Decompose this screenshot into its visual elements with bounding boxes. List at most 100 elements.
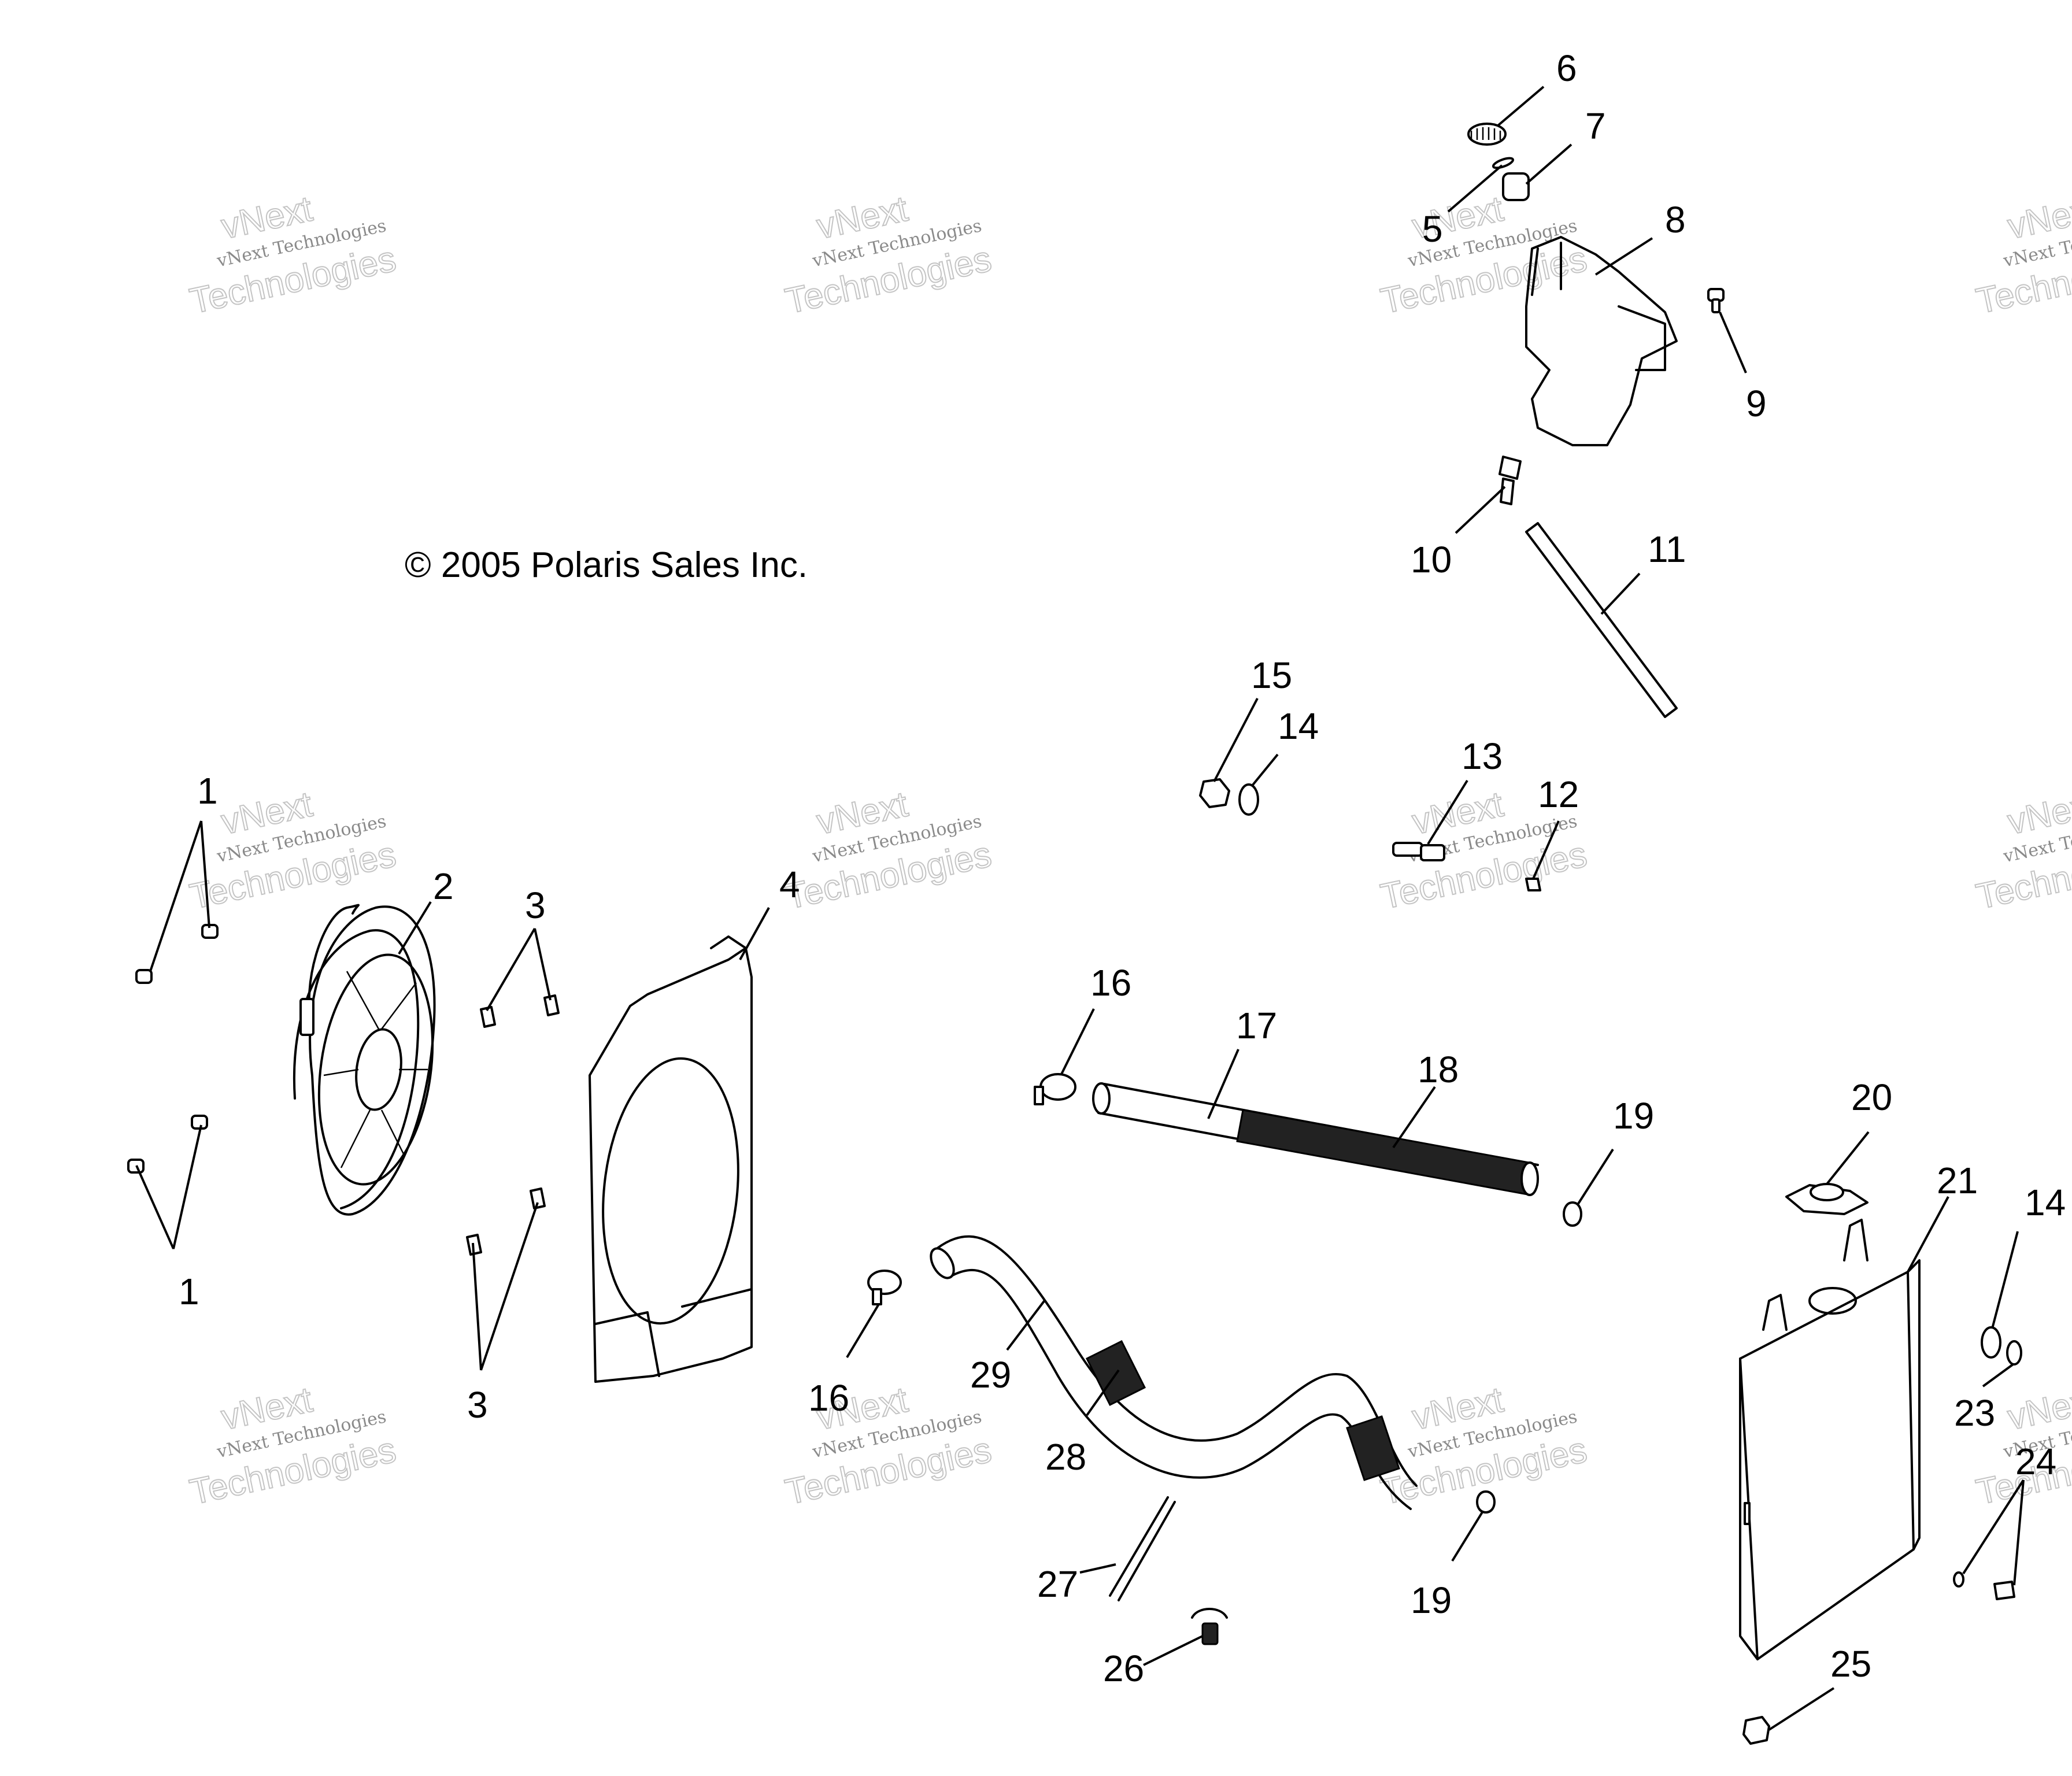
- rivet-body: [1201, 1622, 1219, 1645]
- leader-23: [1982, 1363, 2014, 1388]
- part-13-spacer: [1392, 842, 1445, 861]
- callout-18: 18: [1418, 1049, 1459, 1090]
- callout-27: 27: [1037, 1563, 1078, 1605]
- part-5-o-ring: [1492, 157, 1515, 169]
- copyright-notice: © 2005 Polaris Sales Inc.: [405, 545, 808, 585]
- watermark-large-top: vNext: [2004, 1380, 2072, 1438]
- watermark-8: vNext vNext Technologies Technologies: [1972, 784, 2072, 918]
- part-26-push-rivet: [1191, 1608, 1228, 1645]
- watermark-2: vNext vNext Technologies Technologies: [781, 188, 995, 323]
- leader-9: [1719, 312, 1747, 373]
- fan-blade-ring: [317, 953, 434, 1186]
- watermark-1: vNext vNext Technologies Technologies: [186, 188, 399, 323]
- leader-4: [739, 907, 770, 960]
- fan-screw-shape: [135, 969, 153, 984]
- callout-11: 11: [1648, 528, 1686, 570]
- hose-upper-edge: [935, 1235, 1418, 1487]
- leader-27: [1079, 1563, 1116, 1574]
- part-12-bushing: [1525, 878, 1541, 891]
- shroud-feet: [594, 1288, 753, 1377]
- shroud-opening: [602, 1057, 739, 1325]
- callout-15: 15: [1251, 654, 1292, 696]
- leader-2: [398, 901, 432, 955]
- callout-28: 28: [1045, 1436, 1086, 1478]
- watermark-4: vNext vNext Technologies Technologies: [1972, 188, 2072, 323]
- hose-end: [930, 1247, 955, 1279]
- part-14-washer: [1981, 1326, 2001, 1359]
- leader-16-lower: [846, 1303, 880, 1359]
- reservoir-body: [1525, 236, 1678, 446]
- leader-1-top: [149, 820, 210, 972]
- part-11-overflow-tube: [1525, 522, 1678, 718]
- fitting-top: [1498, 456, 1522, 480]
- part-3-shroud-clips: [466, 994, 560, 1256]
- leader-lines: [135, 86, 2025, 1731]
- fan-shroud-outer: [309, 905, 436, 1216]
- part-25-grommet: [1742, 1716, 1770, 1745]
- leader-28: [1086, 1369, 1120, 1416]
- clip-shape: [543, 994, 560, 1016]
- reservoir-neck: [1531, 242, 1562, 296]
- callout-labels: 1 1 2 3 3 4 5 6 7 8 9 10 11 12 13 14 14 …: [179, 47, 2066, 1689]
- radiator-right-ear: [1843, 1219, 1868, 1261]
- callout-3-top: 3: [525, 885, 546, 926]
- leader-8: [1594, 237, 1653, 276]
- radiator-drain-mark: [1744, 1502, 1751, 1525]
- callout-19-upper: 19: [1613, 1095, 1654, 1137]
- part-19-spring-clamp-lower: [1476, 1490, 1496, 1514]
- leader-20: [1826, 1131, 1870, 1185]
- clamp-band: [1039, 1073, 1076, 1101]
- part-21-radiator: [1739, 1219, 1921, 1660]
- leader-3-top: [486, 927, 552, 1012]
- fan-blade-lines: [323, 971, 428, 1168]
- clamp-tab: [1034, 1086, 1044, 1105]
- leader-5: [1447, 164, 1503, 213]
- leader-19-lower: [1451, 1510, 1484, 1562]
- part-16-hose-clamp-upper: [1034, 1073, 1076, 1105]
- part-1-fan-screws: [127, 924, 219, 1174]
- radiator-filler-neck: [1808, 1287, 1857, 1315]
- fan-screw-shape: [191, 1115, 208, 1130]
- cap-top: [1810, 1183, 1844, 1201]
- callout-10: 10: [1411, 539, 1452, 580]
- watermark-11: vNext vNext Technologies Technologies: [1377, 1379, 1590, 1514]
- leader-12: [1532, 820, 1560, 879]
- leader-19-upper: [1577, 1148, 1614, 1205]
- part-23-lock-washer: [2006, 1340, 2022, 1366]
- callout-17: 17: [1236, 1005, 1277, 1046]
- sleeve-end: [1520, 1161, 1539, 1196]
- part-9-bolt: [1707, 288, 1725, 313]
- bolt-head: [1993, 1581, 2015, 1600]
- clamp-tab: [872, 1288, 882, 1305]
- radiator-right-tank: [1907, 1259, 1921, 1551]
- leader-24: [1962, 1479, 2025, 1586]
- fan-wire-harness: [308, 904, 360, 1030]
- callout-6: 6: [1556, 47, 1577, 89]
- watermark-9: vNext vNext Technologies Technologies: [186, 1379, 399, 1514]
- callout-3-bottom: 3: [467, 1384, 488, 1426]
- callout-13: 13: [1462, 735, 1503, 777]
- part-19-spring-clamp-upper: [1563, 1201, 1582, 1227]
- hose-lower-edge: [947, 1268, 1412, 1510]
- part-20-radiator-cap: [1785, 1183, 1868, 1215]
- watermark-10: vNext vNext Technologies Technologies: [781, 1379, 995, 1514]
- callout-4: 4: [779, 864, 800, 905]
- callout-1-top: 1: [197, 770, 218, 812]
- fan-connector: [299, 998, 314, 1036]
- fan-hub: [355, 1028, 402, 1111]
- part-15-nut: [1199, 778, 1230, 808]
- leader-6: [1496, 86, 1545, 127]
- hose-end: [1092, 1082, 1111, 1115]
- callout-9: 9: [1746, 383, 1767, 424]
- leader-21: [1907, 1196, 1949, 1272]
- part-24-bolts: [1953, 1571, 2015, 1600]
- leader-18: [1392, 1086, 1436, 1149]
- callout-5: 5: [1422, 208, 1443, 250]
- part-16-hose-clamp-lower: [867, 1270, 902, 1305]
- watermark-3: vNext vNext Technologies Technologies: [1377, 188, 1590, 323]
- cap-knurling: [1470, 127, 1501, 140]
- leader-10: [1455, 486, 1506, 534]
- fitting-stem: [1500, 478, 1515, 505]
- bolt-small: [1953, 1571, 1964, 1588]
